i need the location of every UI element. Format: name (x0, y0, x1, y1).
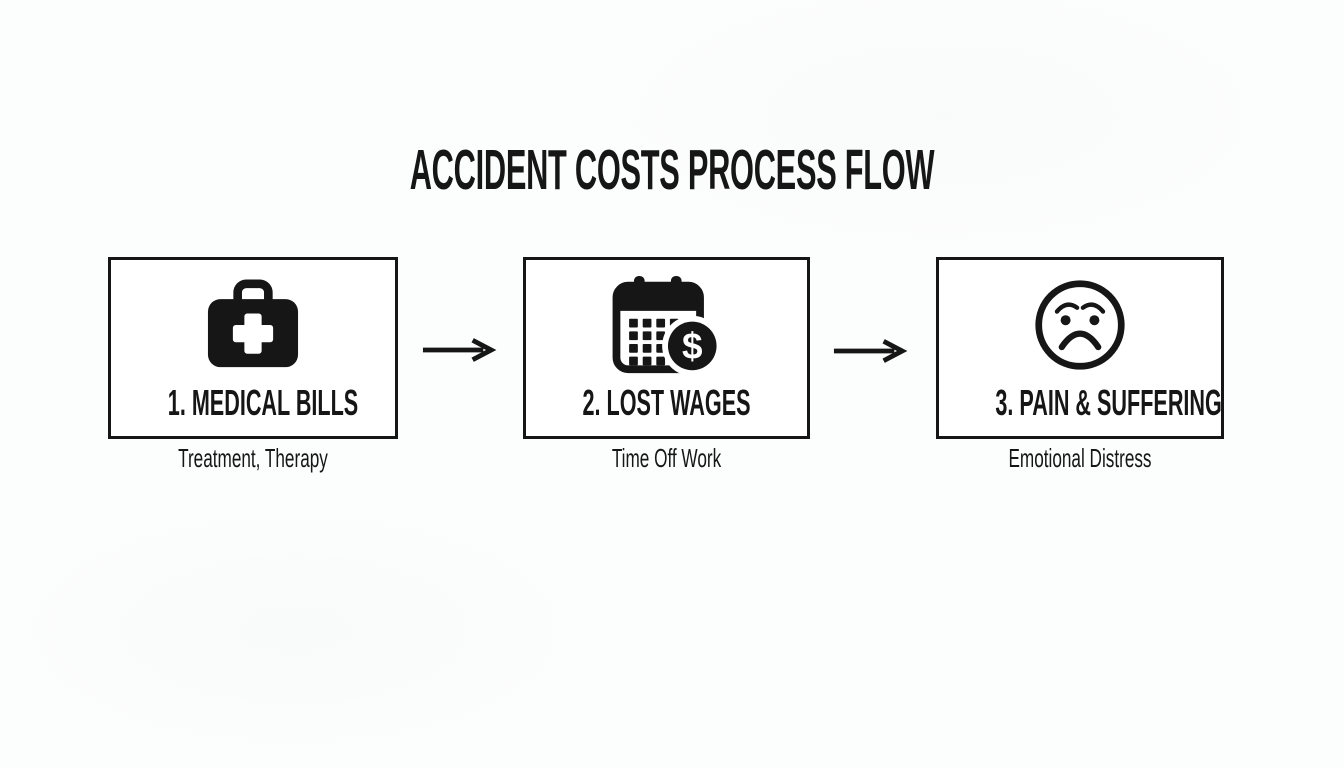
calendar-dollar-icon: $ (608, 275, 726, 376)
diagram-title: ACCIDENT COSTS PROCESS FLOW (409, 138, 935, 202)
step-box-medical-bills: 1. MEDICAL BILLS (108, 257, 398, 439)
step-sublabel-lost-wages: Time Off Work (611, 443, 722, 473)
step-label-medical-bills: 1. MEDICAL BILLS (167, 382, 359, 423)
step-sublabel-medical-bills: Treatment, Therapy (178, 443, 328, 473)
svg-text:$: $ (681, 325, 702, 366)
step-sublabel-pain-suffering: Emotional Distress (1008, 443, 1152, 473)
flow-arrow-1-icon (421, 336, 497, 364)
step-box-lost-wages: $ 2. LOST WAGES (523, 257, 810, 439)
sad-face-icon (1032, 277, 1128, 373)
first-aid-kit-icon (203, 277, 303, 373)
step-box-pain-suffering: 3. PAIN & SUFFERING (936, 257, 1224, 439)
step-label-lost-wages: 2. LOST WAGES (582, 382, 751, 423)
step-label-pain-suffering: 3. PAIN & SUFFERING (995, 382, 1222, 423)
flow-arrow-2-icon (832, 337, 908, 365)
